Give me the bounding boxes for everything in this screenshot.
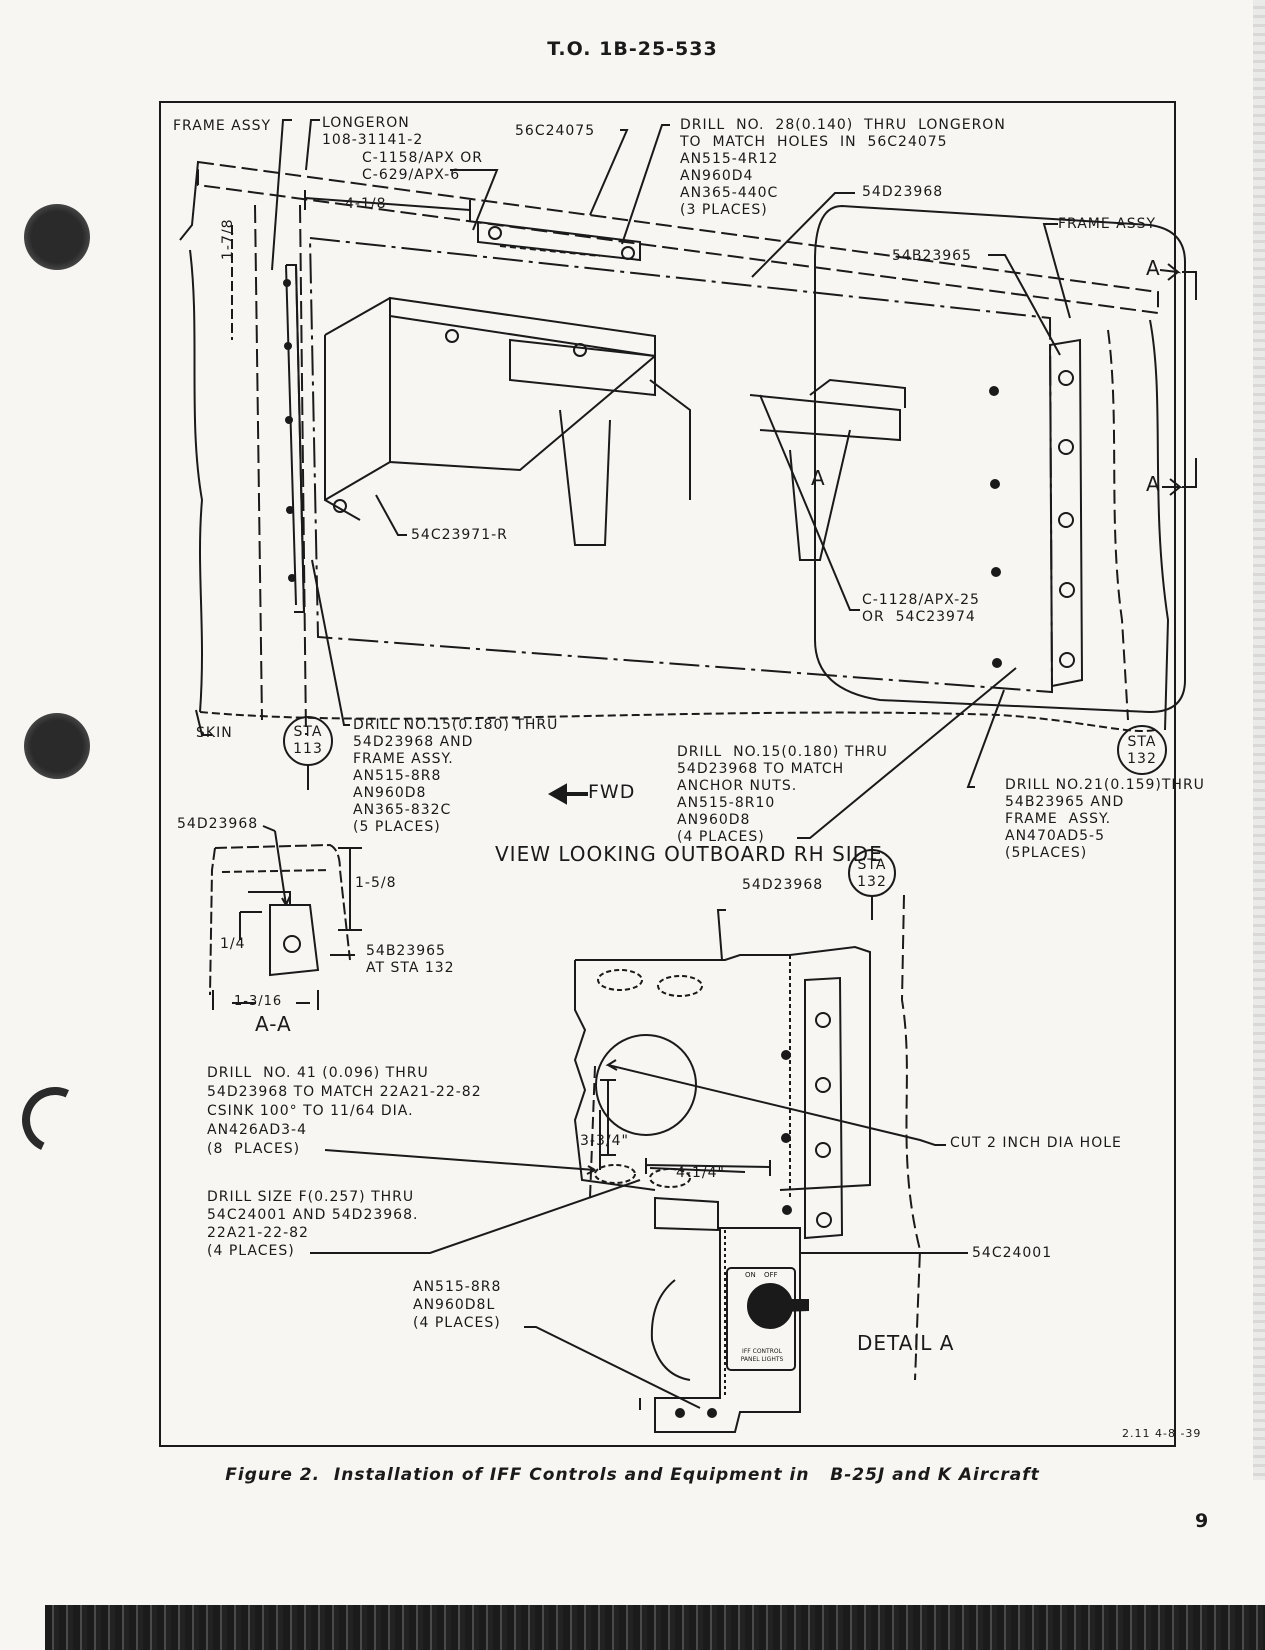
label-skin: SKIN (196, 725, 233, 741)
label-c1158: C-1158/APX OR C-629/APX-6 (362, 150, 483, 183)
dimension-3-3-4: 3-3/4" (580, 1133, 629, 1149)
label-54c24001: 54C24001 (972, 1245, 1053, 1261)
label-frame-assy-right: FRAME ASSY (1058, 216, 1157, 232)
binder-hole (24, 713, 90, 779)
label-drill-no-21: DRILL NO.21(0.159)THRU 54B23965 AND FRAM… (1005, 777, 1205, 861)
label-drill-no-15-mid: DRILL NO.15(0.180) THRU 54D23968 TO MATC… (677, 744, 888, 845)
marker-a: A (811, 466, 826, 490)
scanned-page-edge (1253, 0, 1265, 1480)
section-aa-label-54d23968: 54D23968 (177, 816, 259, 832)
label-cut-2-inch-hole: CUT 2 INCH DIA HOLE (950, 1135, 1122, 1151)
detail-a-drawing (310, 849, 968, 1433)
detail-a-label-54d23968: 54D23968 (742, 877, 824, 893)
main-view-title: VIEW LOOKING OUTBOARD RH SIDE (495, 842, 883, 866)
label-drill-no-28: DRILL NO. 28(0.140) THRU LONGERON TO MAT… (680, 117, 1006, 218)
panel-on-label: ON (745, 1271, 756, 1279)
label-longeron: LONGERON 108-31141-2 (322, 115, 424, 148)
section-aa-label-54b23965: 54B23965 AT STA 132 (366, 943, 455, 976)
dimension-1-3-16: 1-3/16 (234, 994, 283, 1009)
dimension-1-4: 1/4 (220, 936, 246, 952)
label-drill-no-41: DRILL NO. 41 (0.096) THRU 54D23968 TO MA… (207, 1065, 482, 1157)
section-cut-a-top: A (1146, 256, 1161, 280)
page-number: 9 (1195, 1510, 1209, 1532)
iff-control-panel-lights-label: IFF CONTROL PANEL LIGHTS (740, 1348, 784, 1363)
sta-132-marker: STA 132 (1127, 734, 1157, 767)
figure-code: 2.11 4-8 -39 (1122, 1427, 1202, 1440)
label-54c23971-r: 54C23971-R (411, 527, 508, 543)
panel-off-label: OFF (764, 1271, 778, 1279)
label-c1128: C-1128/APX-25 OR 54C23974 (862, 592, 980, 625)
main-view-structure (179, 119, 1197, 839)
document-header: T.O. 1B-25-533 (547, 38, 718, 60)
dimension-1-5-8: 1-5/8 (355, 875, 397, 891)
label-54b23965: 54B23965 (892, 248, 972, 264)
figure-caption: Figure 2. Installation of IFF Controls a… (225, 1465, 1040, 1485)
label-drill-size-f: DRILL SIZE F(0.257) THRU 54C24001 AND 54… (207, 1189, 419, 1259)
section-aa-drawing (209, 825, 362, 1010)
sta-113-marker: STA 113 (293, 724, 323, 757)
label-drill-no-15-left: DRILL NO.15(0.180) THRU 54D23968 AND FRA… (353, 717, 559, 835)
binder-hole (24, 204, 90, 270)
label-frame-assy-left: FRAME ASSY (173, 118, 272, 134)
figure-frame (159, 101, 1176, 1447)
dimension-1-7-8: 1-7/8 (220, 218, 236, 261)
fwd-indicator: FWD (588, 781, 636, 803)
section-cut-a-bottom: A (1146, 472, 1161, 496)
dimension-4-1-8: 4-1/8 (345, 196, 387, 212)
scan-bottom-strip (45, 1605, 1265, 1650)
dimension-4-1-4: 4-1/4" (676, 1165, 725, 1181)
detail-a-title: DETAIL A (857, 1331, 955, 1355)
label-56c24075: 56C24075 (515, 123, 596, 139)
label-54d23968: 54D23968 (862, 184, 944, 200)
detail-a-sta-132: STA 132 (857, 857, 887, 890)
label-an515-8r8: AN515-8R8 AN960D8L (4 PLACES) (413, 1279, 502, 1331)
section-aa-title: A-A (255, 1012, 292, 1036)
